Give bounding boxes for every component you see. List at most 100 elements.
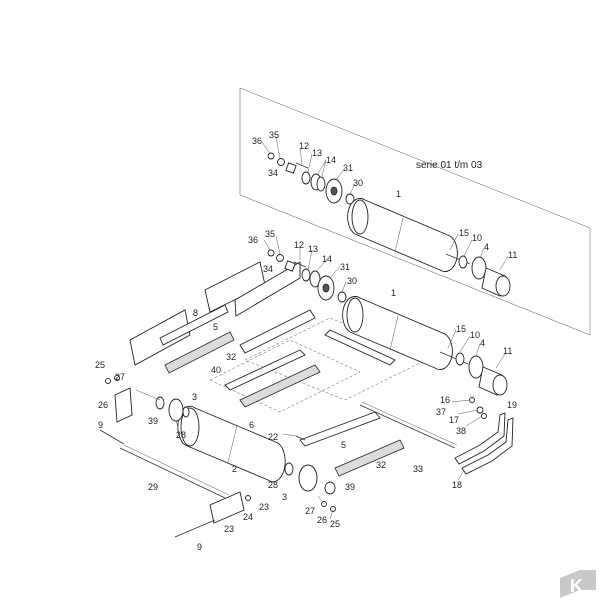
callout-28-lower: 28 xyxy=(268,480,278,490)
callout-11: 11 xyxy=(503,346,512,356)
callout-1: 1 xyxy=(391,288,396,298)
callout-15-inset: 15 xyxy=(459,228,469,238)
roller-1 xyxy=(347,197,458,273)
crossbar-top xyxy=(324,329,396,366)
rod-33 xyxy=(359,404,456,449)
callout-4-inset: 4 xyxy=(484,242,489,252)
ring-13 xyxy=(301,171,311,185)
callout-22: 22 xyxy=(268,432,278,442)
inset-panel: serie 01 t/m 03 xyxy=(239,87,591,336)
callout-9-lower: 9 xyxy=(197,542,202,552)
inset-frame xyxy=(239,87,591,336)
bearing-28 xyxy=(284,462,294,476)
strip-32-lower xyxy=(334,439,405,477)
cover-plate xyxy=(234,261,301,317)
callout-29: 29 xyxy=(148,482,158,492)
callout-9-upper: 9 xyxy=(98,420,103,430)
callout-17: 17 xyxy=(449,415,459,425)
callout-28: 28 xyxy=(176,430,186,440)
callout-26: 26 xyxy=(98,400,108,410)
flange-4 xyxy=(471,256,487,280)
callout-5: 5 xyxy=(213,322,218,332)
callout-1-inset: 1 xyxy=(396,189,401,199)
callout-31-inset: 31 xyxy=(343,163,353,173)
callout-2: 2 xyxy=(232,464,237,474)
rod-9-lower xyxy=(174,519,216,538)
nut-36-main xyxy=(267,249,275,257)
callout-39: 39 xyxy=(148,416,158,426)
main-assembly xyxy=(99,249,514,538)
hose-18a xyxy=(454,412,506,465)
brand-logo-letter: K xyxy=(570,576,583,596)
washer-35 xyxy=(277,158,285,166)
roller-1-main xyxy=(267,249,508,396)
roller-2 xyxy=(155,396,336,495)
nut-36 xyxy=(267,152,275,160)
bar-upper xyxy=(239,309,316,354)
callout-35: 35 xyxy=(265,229,275,239)
callout-32-lower: 32 xyxy=(376,460,386,470)
flange-3-left xyxy=(168,398,184,422)
callout-27-lower: 27 xyxy=(305,506,315,516)
callout-36: 36 xyxy=(248,235,258,245)
bush-39-right xyxy=(324,481,336,495)
callout-6: 6 xyxy=(249,420,254,430)
strip-5-lower xyxy=(299,411,381,447)
bracket-left xyxy=(114,387,133,423)
bearing-10 xyxy=(458,255,468,269)
callout-25: 25 xyxy=(95,360,105,370)
strip-32 xyxy=(164,331,235,374)
crossbar-6b xyxy=(239,364,321,408)
callout-39-lower: 39 xyxy=(345,482,355,492)
callout-40: 40 xyxy=(211,365,221,375)
callout-14-inset: 14 xyxy=(326,155,336,165)
callout-36-inset: 36 xyxy=(252,136,262,146)
bearing-14b xyxy=(316,176,326,192)
callout-3-lower: 3 xyxy=(282,492,287,502)
callout-13: 13 xyxy=(308,244,318,254)
series-note: serie 01 t/m 03 xyxy=(416,160,483,171)
brand-logo: K xyxy=(560,570,596,598)
callout-26-lower: 26 xyxy=(317,515,327,525)
bush-39-left xyxy=(155,396,165,410)
callout-12-inset: 12 xyxy=(299,141,309,151)
callout-30-inset: 30 xyxy=(353,178,363,188)
callout-18: 18 xyxy=(452,480,462,490)
callout-30: 30 xyxy=(347,276,357,286)
block-34 xyxy=(285,162,297,174)
crossbar-6a xyxy=(224,349,306,391)
callout-33: 33 xyxy=(413,464,423,474)
callout-5-lower: 5 xyxy=(341,440,346,450)
callout-37: 37 xyxy=(436,407,446,417)
callout-23-right: 23 xyxy=(259,502,269,512)
callout-24: 24 xyxy=(243,512,253,522)
callout-10: 10 xyxy=(470,330,480,340)
callout-15: 15 xyxy=(456,324,466,334)
callout-10-inset: 10 xyxy=(472,233,482,243)
callout-38: 38 xyxy=(456,426,466,436)
callout-27: 27 xyxy=(115,372,125,382)
callout-34-inset: 34 xyxy=(268,168,278,178)
callout-3: 3 xyxy=(192,392,197,402)
callout-14: 14 xyxy=(322,254,332,264)
inset-roller-assembly xyxy=(267,152,511,297)
callout-12: 12 xyxy=(294,240,304,250)
strip-5 xyxy=(159,304,229,346)
callout-labels: 36 35 12 13 14 34 31 30 1 15 10 4 11 36 … xyxy=(95,130,517,552)
callout-8: 8 xyxy=(193,308,198,318)
callout-23: 23 xyxy=(224,524,234,534)
callout-13-inset: 13 xyxy=(312,148,322,158)
callout-34: 34 xyxy=(263,264,273,274)
callout-11-inset: 11 xyxy=(508,250,517,260)
callout-25-lower: 25 xyxy=(330,519,340,529)
leader-lines xyxy=(135,136,509,520)
callout-19: 19 xyxy=(507,400,517,410)
callout-32: 32 xyxy=(226,352,236,362)
rod-29 xyxy=(119,447,226,499)
callout-31: 31 xyxy=(340,262,350,272)
hose-18b xyxy=(461,417,514,475)
callout-35-inset: 35 xyxy=(269,130,279,140)
flange-3-right xyxy=(298,464,318,492)
